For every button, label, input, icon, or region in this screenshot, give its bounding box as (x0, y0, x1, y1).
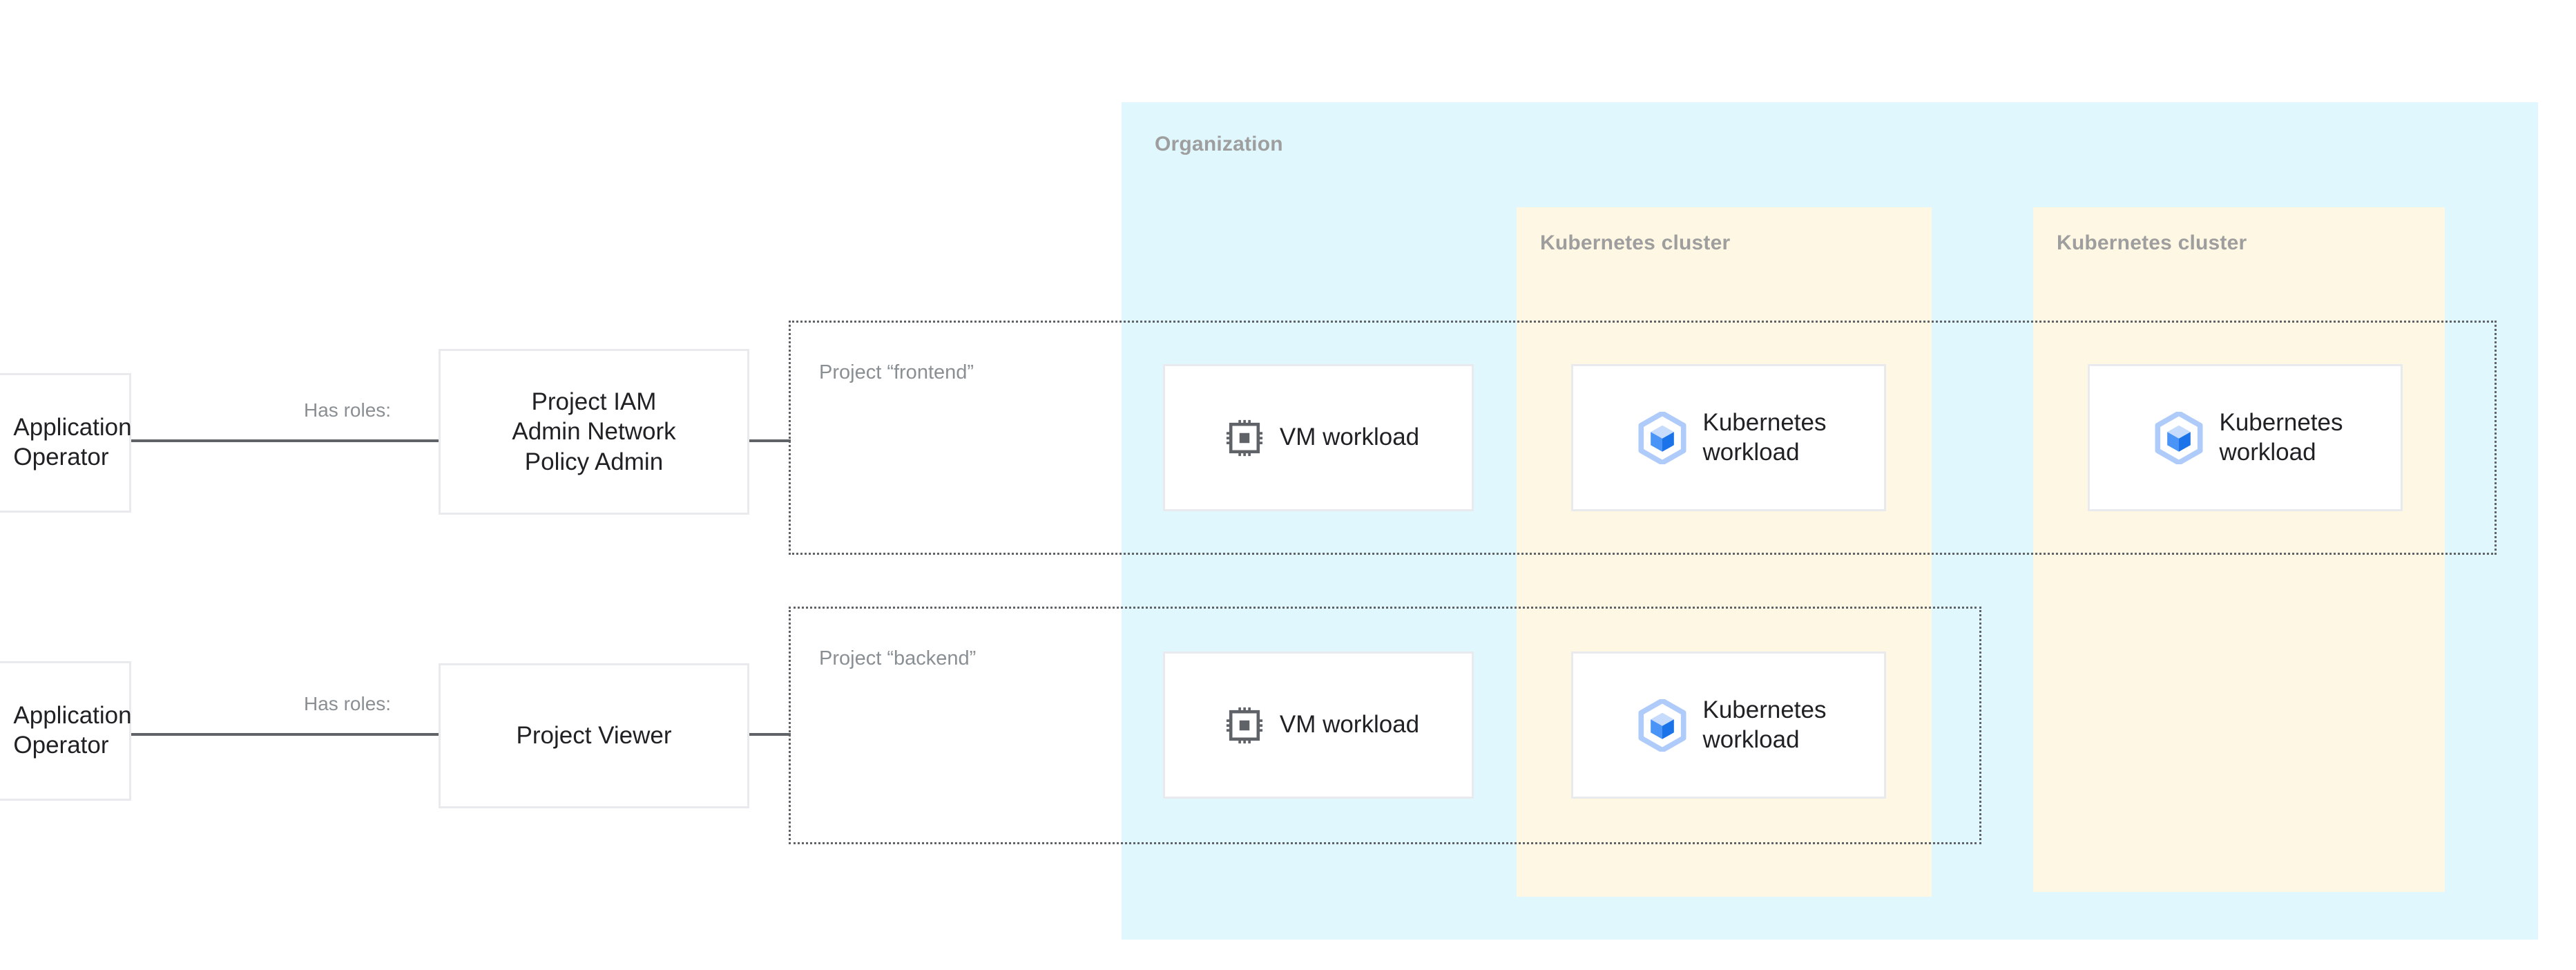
role-box-project-viewer[interactable]: Project Viewer (439, 663, 749, 808)
workload-card-vm-backend[interactable]: VM workload (1163, 652, 1474, 799)
workload-card-vm-frontend[interactable]: VM workload (1163, 364, 1474, 511)
connector-role-2-to-project-backend (748, 733, 791, 736)
connector-operator-to-role-1 (129, 439, 440, 442)
cpu-chip-icon (1224, 705, 1265, 745)
project-frontend-label: Project “frontend” (819, 361, 974, 383)
workload-label: VM workload (1279, 711, 1420, 739)
actor-label: Application Operator (13, 702, 132, 759)
edge-label-has-roles-1: Has roles: (298, 399, 397, 421)
connector-operator-to-role-2 (129, 733, 440, 736)
project-backend-boundary (789, 607, 1981, 844)
actor-application-operator-1[interactable]: Application Operator (0, 373, 132, 513)
actor-application-operator-2[interactable]: Application Operator (0, 661, 132, 801)
kubernetes-cube-icon (2154, 411, 2204, 464)
role-label: Project Viewer (516, 722, 672, 750)
actor-label: Application Operator (13, 414, 132, 470)
kubernetes-cluster-1-label: Kubernetes cluster (1540, 231, 1731, 254)
cpu-chip-icon (1224, 418, 1265, 458)
role-box-project-iam-admin-network-policy-admin[interactable]: Project IAM Admin Network Policy Admin (439, 349, 749, 515)
workload-label: Kubernetes workload (2219, 408, 2343, 466)
kubernetes-cube-icon (1637, 698, 1687, 752)
kubernetes-cluster-2-label: Kubernetes cluster (2057, 231, 2247, 254)
workload-label: Kubernetes workload (1702, 408, 1827, 466)
role-label: Project IAM Admin Network Policy Admin (512, 388, 676, 475)
workload-card-kubernetes-frontend-cluster-1[interactable]: Kubernetes workload (1571, 364, 1886, 511)
edge-label-has-roles-2: Has roles: (298, 693, 397, 715)
kubernetes-cube-icon (1637, 411, 1687, 464)
workload-card-kubernetes-backend-cluster-1[interactable]: Kubernetes workload (1571, 652, 1886, 799)
project-backend-label: Project “backend” (819, 647, 977, 669)
connector-role-1-to-project-frontend (748, 439, 791, 442)
organization-label: Organization (1155, 133, 1283, 155)
project-frontend-boundary (789, 321, 2497, 555)
workload-label: Kubernetes workload (1702, 696, 1827, 753)
workload-card-kubernetes-frontend-cluster-2[interactable]: Kubernetes workload (2088, 364, 2403, 511)
workload-label: VM workload (1279, 424, 1420, 451)
